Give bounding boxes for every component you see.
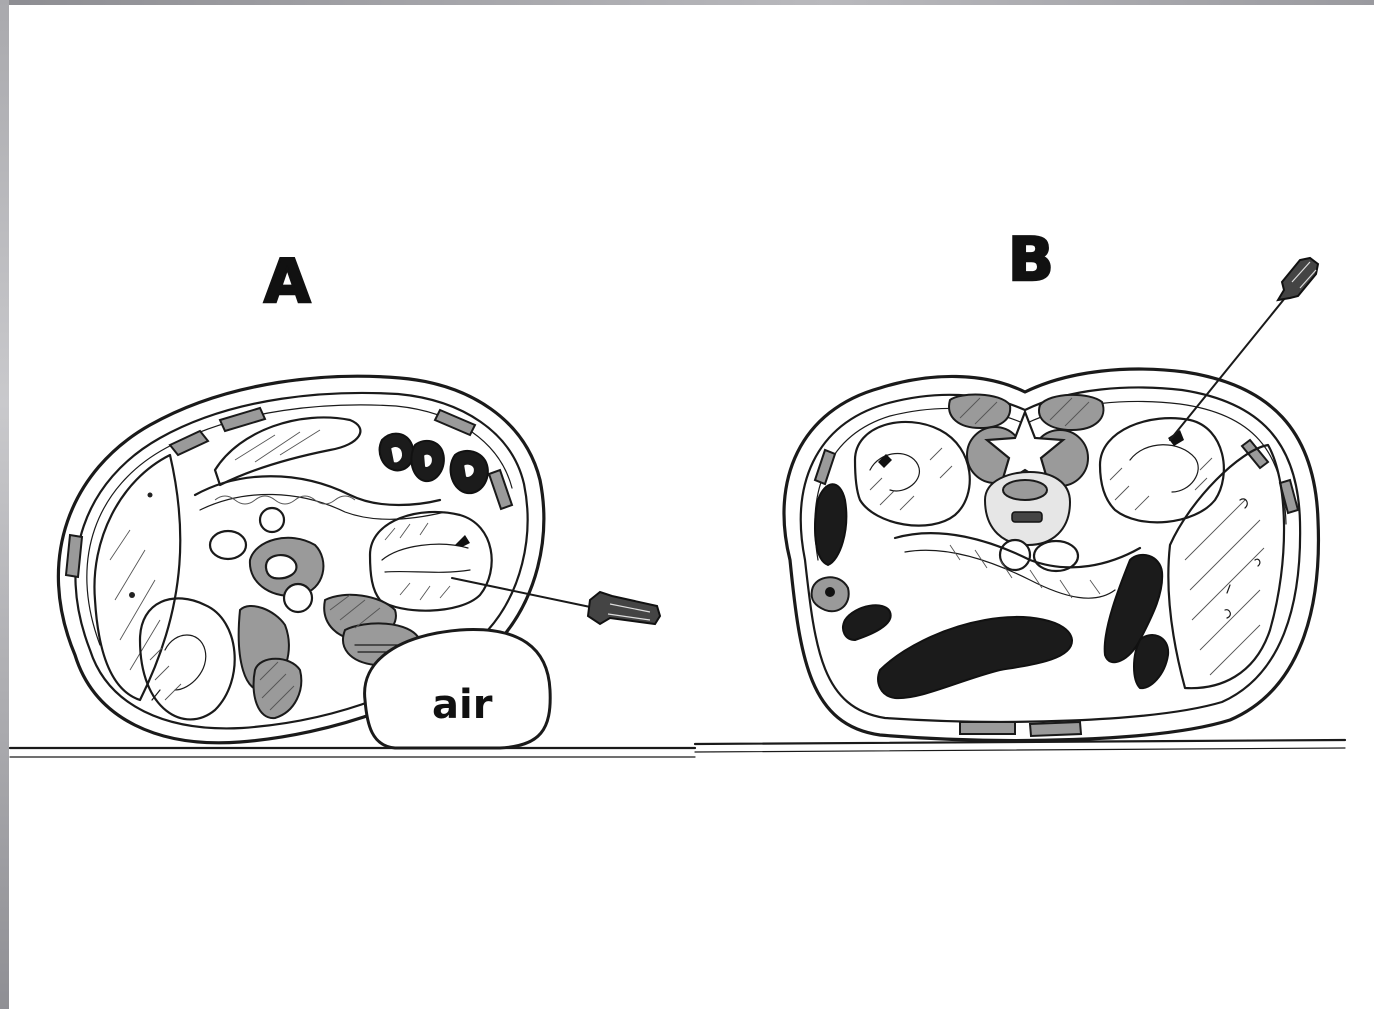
panel-a-right-kidney <box>370 512 492 611</box>
panel-b-vertebra <box>967 412 1088 571</box>
panel-b: B <box>784 225 1318 740</box>
panel-a-label: A <box>264 247 311 317</box>
panel-a: A <box>58 247 660 748</box>
panel-b-label: B <box>1008 225 1054 295</box>
panel-b-right-kidney <box>1100 418 1224 522</box>
panel-a-needle-icon <box>452 578 660 624</box>
panel-a-bowel-loops <box>380 434 488 493</box>
air-label: air <box>432 682 493 728</box>
panel-a-air-cushion: air <box>365 630 551 748</box>
panel-b-left-kidney <box>855 422 970 526</box>
panel-a-pancreas <box>195 417 445 519</box>
panel-b-liver <box>1168 445 1284 688</box>
panel-b-needle-icon <box>1170 258 1318 440</box>
panel-a-liver <box>94 455 180 700</box>
panel-a-left-kidney <box>140 598 235 719</box>
